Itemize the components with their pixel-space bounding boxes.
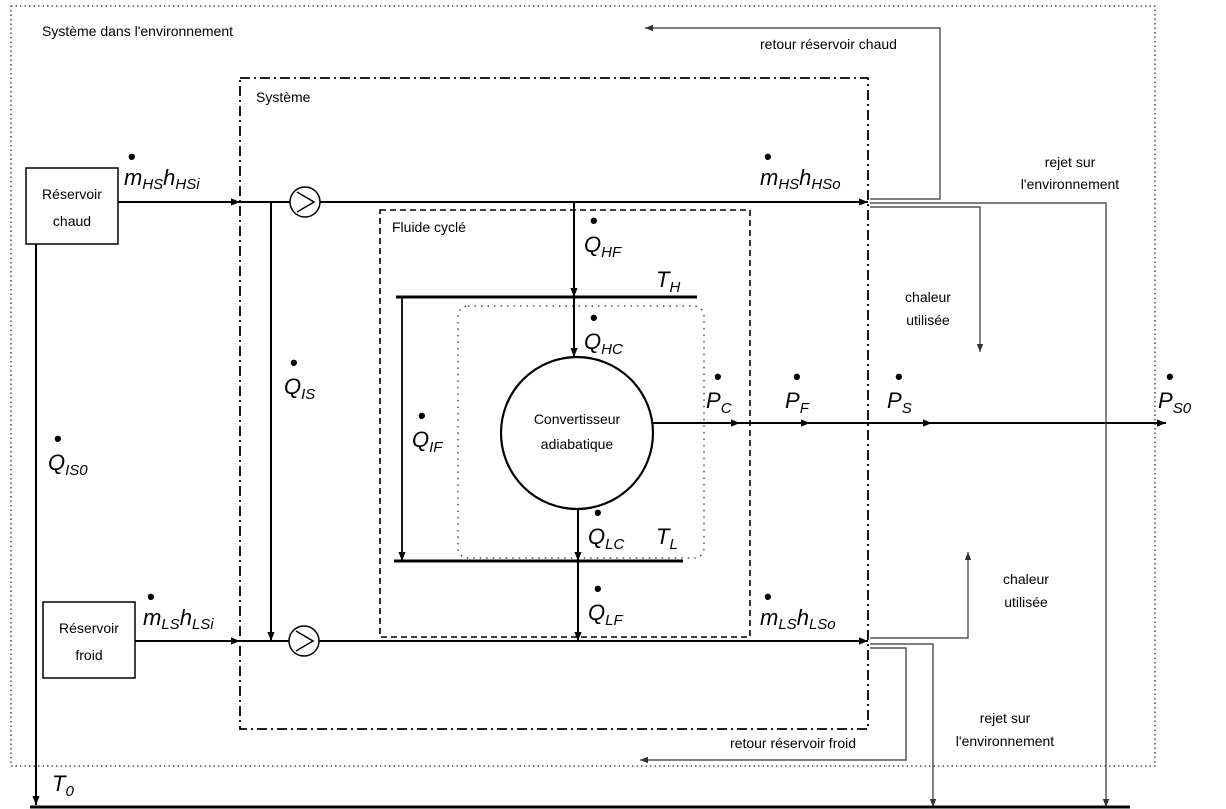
heat-used-cold-label-2: utilisée [1004,594,1048,610]
svg-text:mHShHSi: mHShHSi [124,165,200,193]
svg-text:QIS: QIS [284,374,315,403]
heat-used-hot-label-2: utilisée [906,312,950,328]
svg-text:TL: TL [656,524,678,553]
svg-text:•: • [1166,364,1174,389]
return-hot-label: retour réservoir chaud [760,36,897,52]
svg-text:mLShLSi: mLShLSi [143,605,214,633]
q-is0-symbol: • QIS0 [48,426,88,479]
p-c-symbol: • PC [706,364,732,417]
converter-circle [499,355,655,511]
m-hs-in-symbol: • mHShHSi [124,144,200,193]
svg-text:•: • [147,584,155,609]
t-0-symbol: T0 [52,771,74,800]
t-h-symbol: TH [656,267,680,296]
svg-text:QLC: QLC [588,524,624,553]
reject-cold-label-2: l'environnement [956,733,1055,749]
svg-text:•: • [590,305,598,330]
q-lf-symbol: • QLF [588,576,623,629]
svg-text:QIS0: QIS0 [48,450,88,479]
m-ls-out-symbol: • mLShLSo [760,584,836,633]
svg-text:QLF: QLF [588,600,623,629]
svg-text:PF: PF [785,388,810,417]
system-label: Système [256,89,311,105]
svg-text:QHC: QHC [584,329,623,358]
svg-text:PC: PC [706,388,732,417]
converter-label-2: adiabatique [541,436,614,452]
system-boundary [239,77,869,730]
p-f-symbol: • PF [785,364,810,417]
cold-reservoir-label-1: Réservoir [59,620,119,636]
hot-reject-path [870,202,1110,807]
fluid-label: Fluide cyclé [392,219,466,235]
cold-reservoir-label-2: froid [75,647,102,663]
reject-hot-label-1: rejet sur [1045,154,1096,170]
svg-text:T0: T0 [52,771,74,800]
q-is-symbol: • QIS [284,350,315,403]
svg-text:•: • [128,144,136,169]
q-if-symbol: • QIF [412,403,443,456]
hot-heat-used-path [870,206,984,352]
reject-cold-label-1: rejet sur [980,710,1031,726]
svg-text:•: • [290,350,298,375]
svg-text:•: • [594,500,602,525]
m-ls-in-symbol: • mLShLSi [143,584,214,633]
hot-reservoir-box [25,167,119,245]
svg-text:•: • [895,364,903,389]
environment-label: Système dans l'environnement [42,23,233,39]
heat-used-cold-label-1: chaleur [1003,571,1049,587]
q-lc-symbol: • QLC [588,500,624,553]
svg-text:TH: TH [656,267,680,296]
cold-heat-used-path [870,552,972,639]
converter-label-1: Convertisseur [534,411,621,427]
svg-text:mLShLSo: mLShLSo [760,605,836,633]
svg-text:•: • [590,208,598,233]
hot-reservoir-label-1: Réservoir [42,186,102,202]
svg-text:•: • [714,364,722,389]
hot-reservoir-label-2: chaud [53,213,91,229]
svg-text:mHShHSo: mHShHSo [760,165,841,193]
svg-text:PS: PS [887,388,912,417]
t-l-symbol: TL [656,524,678,553]
m-hs-out-symbol: • mHShHSo [760,144,841,193]
cold-reject-path [870,643,937,807]
q-hf-symbol: • QHF [584,208,622,261]
reject-hot-label-2: l'environnement [1021,176,1120,192]
svg-text:•: • [54,426,62,451]
environment-boundary [10,5,1156,767]
converter-boundary [457,305,705,559]
return-cold-label: retour réservoir froid [730,735,856,751]
cold-return-path [640,647,907,764]
hot-return-path [645,24,941,200]
svg-text:•: • [764,584,772,609]
heat-used-hot-label-1: chaleur [905,289,951,305]
svg-text:QHF: QHF [584,232,622,261]
svg-text:QIF: QIF [412,427,443,456]
cold-pump-icon [288,625,320,657]
p-s0-symbol: • PS0 [1158,364,1192,417]
svg-text:•: • [793,364,801,389]
q-hc-symbol: • QHC [584,305,623,358]
cold-reservoir-box [42,601,136,679]
svg-text:PS0: PS0 [1158,388,1192,417]
hot-pump-icon [289,186,321,218]
svg-text:•: • [764,144,772,169]
p-s-symbol: • PS [887,364,912,417]
svg-text:•: • [594,576,602,601]
svg-text:•: • [418,403,426,428]
